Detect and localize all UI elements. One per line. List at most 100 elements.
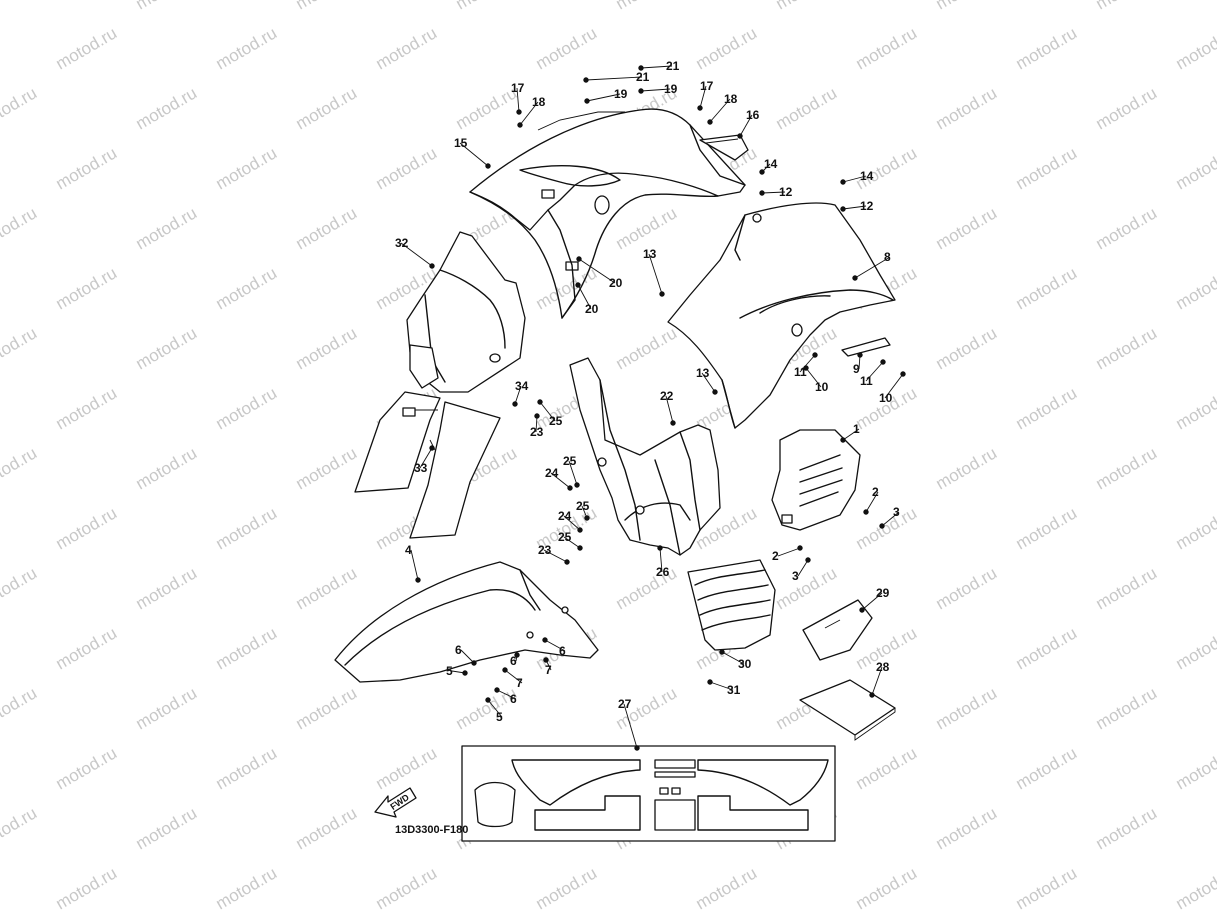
leader-line: [665, 395, 674, 424]
watermark-text: motod.ru: [1173, 623, 1217, 673]
callout-5: 5: [496, 710, 503, 724]
watermark-text: motod.ru: [1173, 263, 1217, 313]
part-30-louver: [687, 559, 776, 651]
callout-14: 14: [860, 169, 874, 183]
leader-line: [659, 547, 663, 573]
leader-line: [459, 142, 489, 167]
part-22-inner-panel: [569, 357, 721, 556]
callout-32: 32: [395, 236, 409, 250]
leader-line: [709, 98, 731, 123]
watermark-text: motod.ru: [1173, 383, 1217, 433]
leader-line: [865, 491, 879, 513]
part-32-headlight-cover: [354, 231, 526, 539]
callout-2: 2: [872, 485, 879, 499]
watermark-text: motod.ru: [0, 563, 40, 613]
leader-line: [739, 114, 753, 137]
watermark-text: motod.ru: [0, 203, 40, 253]
leader-line: [799, 354, 816, 373]
leader-line: [648, 253, 663, 295]
callout-10: 10: [815, 380, 829, 394]
callout-12: 12: [860, 199, 874, 213]
watermark-text: motod.ru: [853, 503, 921, 553]
leader-line: [842, 175, 867, 183]
leader-line: [568, 460, 578, 486]
watermark-text: motod.ru: [0, 323, 40, 373]
callout-6: 6: [559, 644, 566, 658]
part-4-front-fender: [334, 561, 599, 683]
callout-29: 29: [876, 586, 890, 600]
part-1-side-cover: [771, 429, 861, 531]
leader-line: [496, 689, 517, 700]
watermark-text: motod.ru: [373, 23, 441, 73]
watermark-text: motod.ru: [293, 563, 361, 613]
callout-6: 6: [510, 692, 517, 706]
leader-line: [514, 385, 522, 405]
leader-line: [519, 101, 539, 126]
leader-line: [451, 670, 466, 674]
diagram-code: 13D3300-F180: [395, 824, 468, 836]
leader-line: [585, 76, 643, 81]
watermark-text: motod.ru: [213, 623, 281, 673]
watermark-text: motod.ru: [1093, 563, 1161, 613]
watermark-text: motod.ru: [933, 683, 1001, 733]
callout-24: 24: [545, 466, 559, 480]
watermark-text: motod.ru: [293, 83, 361, 133]
callout-18: 18: [532, 95, 546, 109]
watermark-text: motod.ru: [53, 503, 121, 553]
callout-25: 25: [563, 454, 577, 468]
leader-line: [535, 415, 538, 433]
watermark-text: motod.ru: [933, 83, 1001, 133]
leader-line: [842, 205, 867, 210]
leader-line: [761, 191, 786, 194]
callout-22: 22: [660, 389, 674, 403]
leader-line: [865, 361, 884, 382]
watermark-text: motod.ru: [933, 563, 1001, 613]
callout-12: 12: [779, 185, 793, 199]
leader-line: [563, 515, 581, 531]
watermark-text: motod.ru: [453, 0, 521, 13]
part-29-decal: [802, 599, 873, 661]
watermark-text: motod.ru: [453, 83, 521, 133]
leader-line: [842, 428, 860, 441]
watermark-text: motod.ru: [1013, 743, 1081, 793]
watermark-text: motod.ru: [1013, 263, 1081, 313]
leader-line: [640, 65, 673, 69]
callout-27: 27: [618, 697, 632, 711]
leader-line: [578, 258, 616, 284]
callout-21: 21: [666, 59, 680, 73]
watermark-text: motod.ru: [53, 263, 121, 313]
watermark-text: motod.ru: [0, 83, 40, 133]
watermark-text: motod.ru: [1173, 743, 1217, 793]
watermark-text: motod.ru: [213, 143, 281, 193]
watermark-text: motod.ru: [933, 443, 1001, 493]
watermark-text: motod.ru: [1013, 863, 1081, 913]
watermark-text: motod.ru: [213, 263, 281, 313]
watermark-text: motod.ru: [1013, 503, 1081, 553]
callout-4: 4: [405, 543, 412, 557]
watermark-text: motod.ru: [133, 83, 201, 133]
watermark-text: motod.ru: [133, 683, 201, 733]
watermark-text: motod.ru: [933, 803, 1001, 853]
watermark-text: motod.ru: [373, 143, 441, 193]
callout-15: 15: [454, 136, 468, 150]
watermark-text: motod.ru: [933, 0, 1001, 13]
callout-11: 11: [794, 365, 807, 379]
watermark-text: motod.ru: [453, 683, 521, 733]
watermark-text: motod.ru: [853, 863, 921, 913]
watermark-text: motod.ru: [213, 383, 281, 433]
watermark-text: motod.ru: [53, 143, 121, 193]
watermark-text: motod.ru: [613, 0, 681, 13]
callout-17: 17: [700, 79, 714, 93]
watermark-text: motod.ru: [0, 443, 40, 493]
callout-20: 20: [609, 276, 623, 290]
watermark-text: motod.ru: [293, 443, 361, 493]
leader-line: [586, 93, 621, 102]
watermark-text: motod.ru: [293, 683, 361, 733]
callout-17: 17: [511, 81, 525, 95]
watermark-text: motod.ru: [773, 83, 841, 133]
watermark-text: motod.ru: [1093, 683, 1161, 733]
callout-7: 7: [516, 676, 523, 690]
watermark-text: motod.ru: [0, 803, 40, 853]
leader-line: [563, 536, 581, 549]
